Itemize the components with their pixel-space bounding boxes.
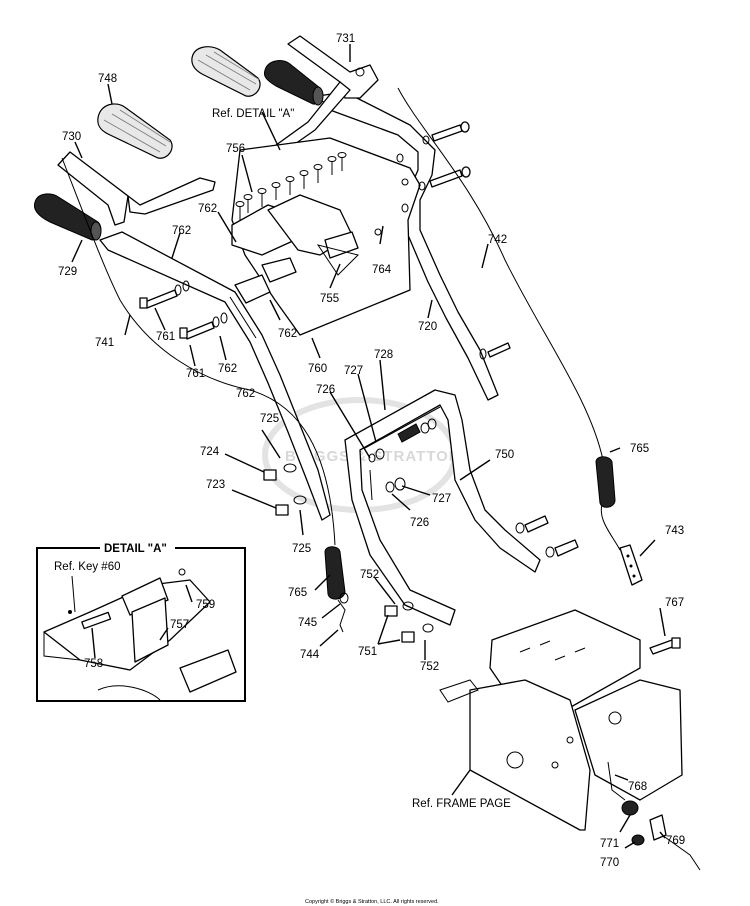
bolts-756 (235, 152, 347, 220)
detail-a-title: DETAIL "A" (104, 543, 167, 555)
callout-744: 744 (300, 649, 320, 661)
frame (439, 609, 683, 831)
callout-771: 771 (600, 838, 619, 850)
bolts-751-752 (384, 601, 434, 643)
callout-761-a: 761 (156, 331, 175, 343)
callout-765-a: 765 (630, 443, 649, 455)
callout-770: 770 (600, 857, 619, 869)
callout-731: 731 (336, 33, 355, 45)
callout-757: 757 (170, 619, 189, 631)
callout-727-a: 727 (344, 365, 363, 377)
callout-762-a: 762 (198, 203, 217, 215)
callout-752-b: 752 (420, 661, 439, 673)
callout-720: 720 (418, 321, 437, 333)
callout-723: 723 (206, 479, 225, 491)
callout-727-b: 727 (432, 493, 451, 505)
spring-728 (397, 418, 437, 443)
callout-751: 751 (358, 646, 377, 658)
watermark-text: BRIGGS & STRATTON (285, 448, 461, 465)
callout-724: 724 (200, 446, 220, 458)
callout-labels: 731 748 730 756 762 762 729 764 755 742 … (58, 33, 685, 869)
detail-a-inset: DETAIL "A" Ref. Key #60 (36, 541, 246, 702)
callout-730: 730 (62, 131, 81, 143)
callout-768: 768 (628, 781, 647, 793)
lower-bracket-726 (344, 389, 541, 626)
callout-728: 728 (374, 349, 393, 361)
left-lever (57, 151, 216, 226)
callout-725-a: 725 (260, 413, 279, 425)
callout-726-b: 726 (410, 517, 429, 529)
ref-detail-a-label: Ref. DETAIL "A" (212, 108, 294, 120)
right-grip-cover (191, 46, 261, 97)
bracket-769 (607, 761, 701, 871)
callout-767: 767 (665, 597, 684, 609)
callout-748: 748 (98, 73, 117, 85)
handle-bolts-left (139, 280, 228, 340)
callout-759: 759 (196, 599, 215, 611)
callout-769: 769 (666, 835, 685, 847)
callout-742: 742 (488, 234, 507, 246)
callout-760: 760 (308, 363, 327, 375)
leader-lines (71, 44, 666, 849)
cable-742 (397, 87, 621, 551)
detail-a-ref-key: Ref. Key #60 (54, 561, 120, 573)
right-grip (263, 60, 324, 106)
spring-765-right (595, 456, 616, 508)
right-handle-tube (317, 91, 499, 401)
left-grip-cover (97, 103, 173, 159)
callout-745: 745 (298, 617, 317, 629)
bracket-assembly (231, 194, 359, 304)
callout-726-a: 726 (316, 384, 335, 396)
bolts-724-723 (263, 463, 307, 516)
callout-762-b: 762 (172, 225, 191, 237)
ref-frame-page-label: Ref. FRAME PAGE (412, 798, 511, 810)
callout-741: 741 (95, 337, 114, 349)
bracket-743 (619, 544, 643, 586)
left-grip (33, 193, 102, 241)
handle-bolts-upper (396, 121, 471, 213)
callout-762-e: 762 (236, 388, 255, 400)
handle-bolt-right (479, 342, 511, 360)
left-handle-tube (99, 231, 331, 521)
callout-755: 755 (320, 293, 339, 305)
callout-756: 756 (226, 143, 245, 155)
callout-764: 764 (372, 264, 392, 276)
bolts-750 (515, 515, 579, 558)
copyright-notice: Copyright © Briggs & Stratton, LLC. All … (305, 898, 439, 905)
spring-765-left (324, 546, 349, 633)
callout-762-c: 762 (218, 363, 237, 375)
bolt-767 (649, 637, 681, 655)
callout-750: 750 (495, 449, 514, 461)
callout-729: 729 (58, 266, 77, 278)
callout-743: 743 (665, 525, 684, 537)
callout-758: 758 (84, 658, 103, 670)
washers-727 (368, 448, 406, 493)
callout-762-d: 762 (278, 328, 297, 340)
callout-725-b: 725 (292, 543, 311, 555)
cable-741 (61, 157, 336, 546)
callout-765-b: 765 (288, 587, 307, 599)
callout-761-b: 761 (186, 368, 205, 380)
callout-752-a: 752 (360, 569, 379, 581)
